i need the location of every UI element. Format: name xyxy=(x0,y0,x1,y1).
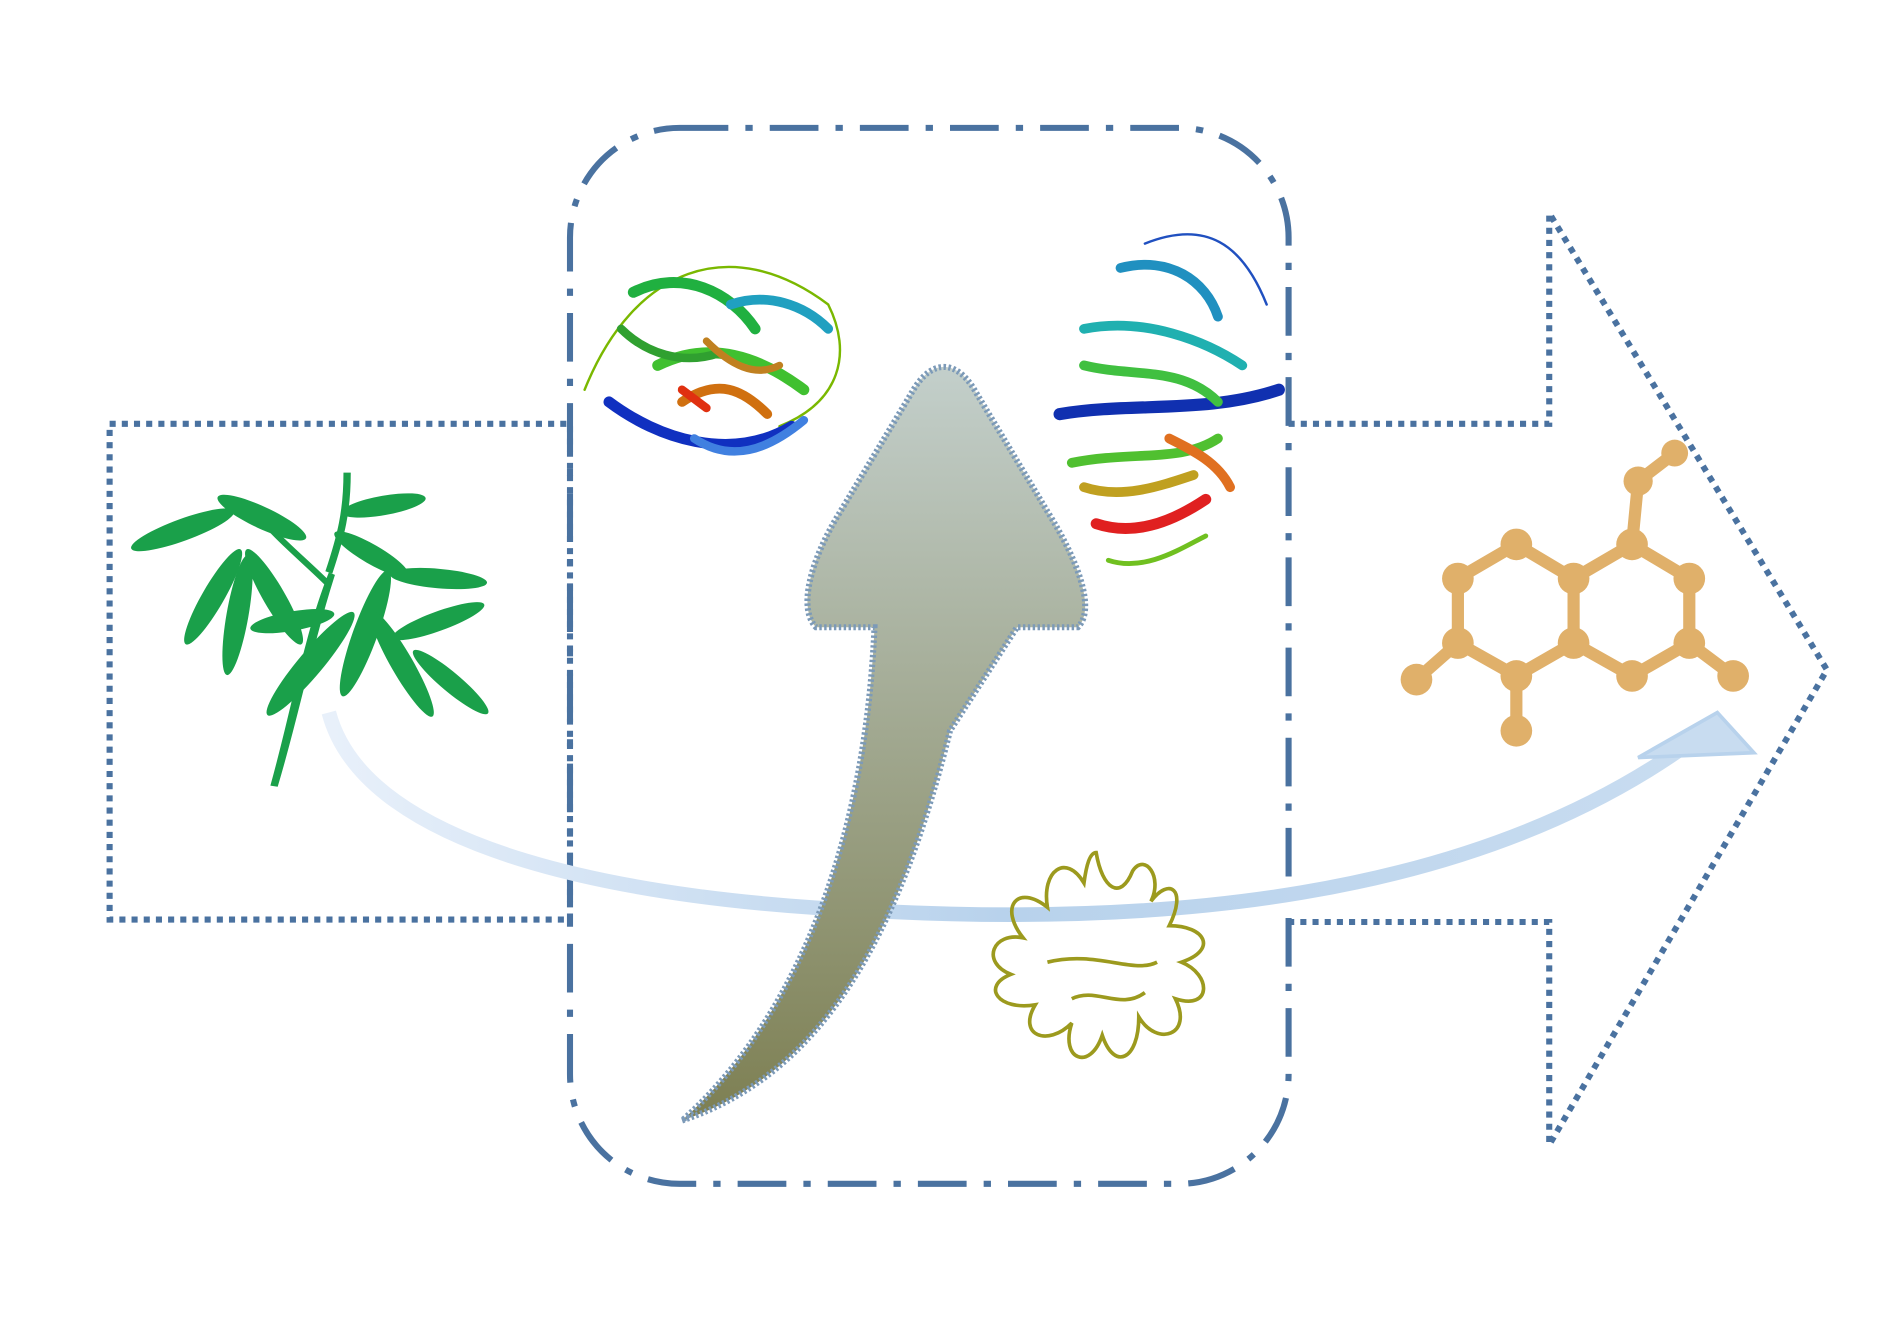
process-box xyxy=(566,124,1292,1187)
source-box xyxy=(106,420,574,923)
microorganism-icon xyxy=(991,850,1206,1059)
molecule-icon xyxy=(1400,439,1749,747)
product-arrow-outline xyxy=(1288,202,1831,1157)
flow-arrow-icon xyxy=(321,710,1758,922)
protein-structure-icon xyxy=(583,265,842,456)
process-arrow-icon xyxy=(680,363,1089,1124)
bamboo-icon xyxy=(131,472,489,787)
enzyme-structure-icon xyxy=(1053,233,1285,567)
